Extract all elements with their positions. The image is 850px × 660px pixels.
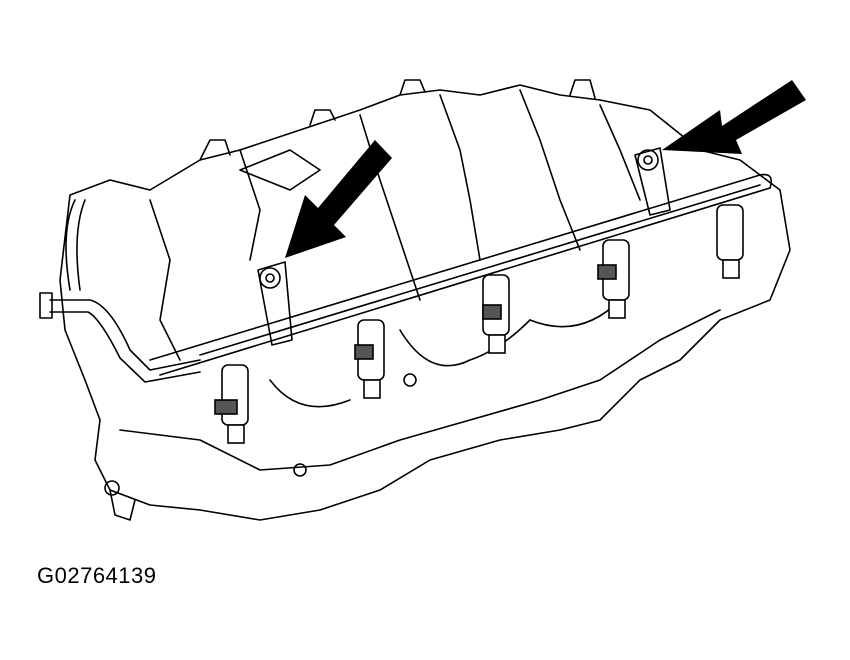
- figure-id-label: G02764139: [37, 563, 157, 588]
- rail-bracket-right: [634, 147, 671, 216]
- fuel-injector-2: [354, 319, 385, 399]
- fuel-supply-line: [49, 299, 201, 371]
- fuel-injector-5: [716, 204, 744, 279]
- fuel-injector-3: [482, 274, 510, 354]
- arrow-icon: [285, 140, 392, 258]
- rail-bracket-left: [257, 261, 293, 346]
- fuel-injector-4: [597, 239, 630, 319]
- arrow-icon: [662, 80, 806, 154]
- fuel-rail: [149, 173, 773, 376]
- fuel-injector-1: [214, 364, 249, 444]
